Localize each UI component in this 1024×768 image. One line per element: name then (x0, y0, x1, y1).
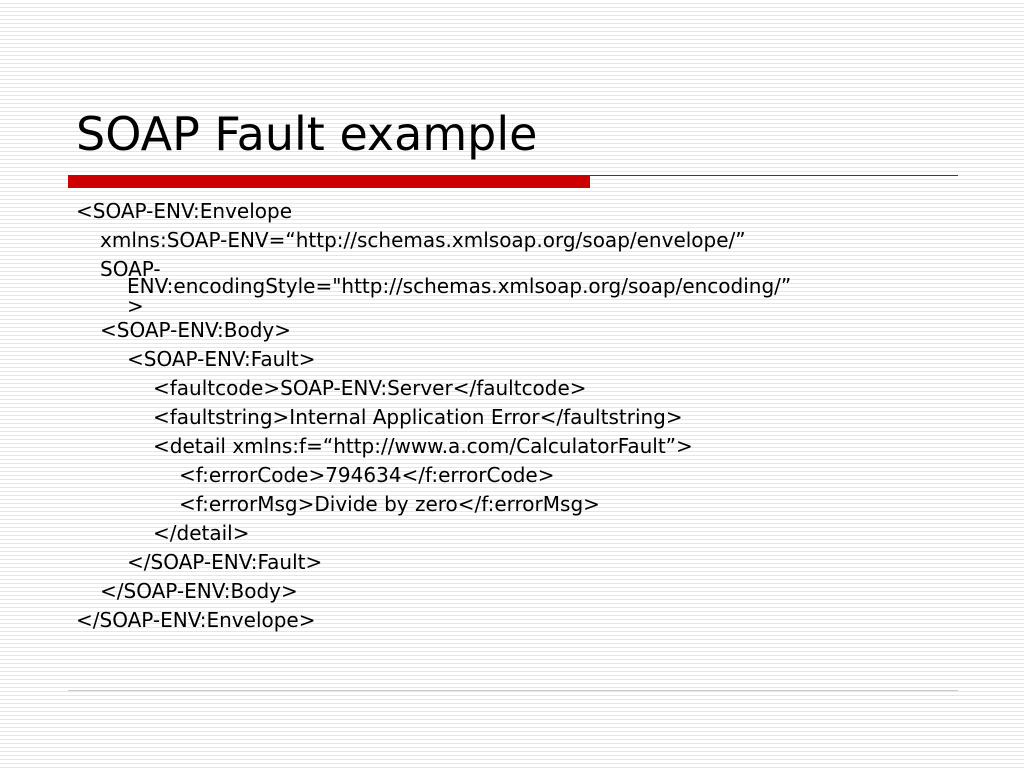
title-underline (68, 175, 958, 188)
code-line: <SOAP-ENV:Fault> (127, 347, 316, 371)
code-line: <faultstring>Internal Application Error<… (153, 405, 683, 429)
slide-title: SOAP Fault example (76, 107, 538, 161)
title-underline-bar (68, 175, 590, 188)
code-line: <f:errorCode>794634</f:errorCode> (179, 463, 555, 487)
code-line: <SOAP-ENV:Body> (100, 318, 291, 342)
soap-fault-code-block: <SOAP-ENV:Envelope xmlns:SOAP-ENV=“http:… (0, 197, 1024, 635)
code-line: </detail> (153, 521, 250, 545)
code-line: xmlns:SOAP-ENV=“http://schemas.xmlsoap.o… (100, 228, 746, 252)
code-line: SOAP- (100, 257, 161, 281)
code-line: <f:errorMsg>Divide by zero</f:errorMsg> (179, 492, 600, 516)
code-line: <faultcode>SOAP-ENV:Server</faultcode> (153, 376, 587, 400)
code-line: ENV:encodingStyle="http://schemas.xmlsoa… (127, 274, 792, 298)
code-line: </SOAP-ENV:Envelope> (76, 608, 316, 632)
code-line: <detail xmlns:f=“http://www.a.com/Calcul… (153, 434, 693, 458)
code-line: </SOAP-ENV:Body> (100, 579, 298, 603)
code-line: </SOAP-ENV:Fault> (127, 550, 323, 574)
code-line: <SOAP-ENV:Envelope (76, 199, 292, 223)
footer-divider (68, 690, 958, 691)
title-underline-line (590, 175, 958, 176)
code-line: > (127, 294, 144, 318)
